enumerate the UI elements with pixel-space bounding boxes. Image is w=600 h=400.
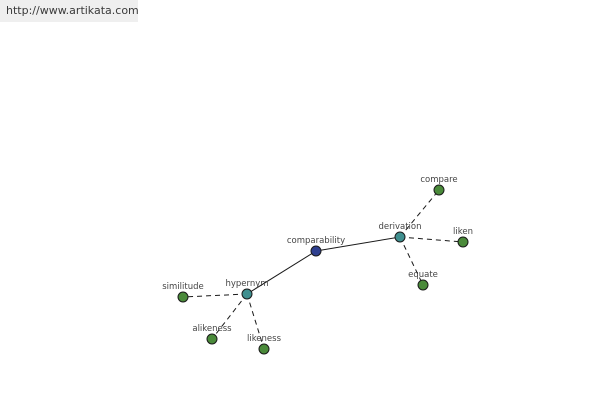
site-url[interactable]: http://www.artikata.com <box>0 0 139 22</box>
node-equate[interactable] <box>417 279 429 291</box>
edge-comparability-derivation <box>315 236 401 252</box>
graph-edges <box>182 189 464 350</box>
node-label-equate[interactable]: equate <box>408 270 438 280</box>
node-liken[interactable] <box>457 236 469 248</box>
node-derivation[interactable] <box>394 231 406 243</box>
node-likeness[interactable] <box>258 343 270 355</box>
graph-labels: comparability derivation hypernym compare li… <box>162 175 473 344</box>
node-label-alikeness[interactable]: alikeness <box>192 324 232 334</box>
graph-nodes <box>177 184 469 355</box>
node-label-liken[interactable]: liken <box>453 227 473 237</box>
edge-derivation-liken <box>399 236 464 243</box>
node-compare[interactable] <box>433 184 445 196</box>
node-label-compare[interactable]: compare <box>420 175 457 185</box>
node-comparability[interactable] <box>310 245 322 257</box>
edge-hypernym-likeness <box>246 293 265 350</box>
node-label-derivation[interactable]: derivation <box>378 222 421 232</box>
node-label-similitude[interactable]: similitude <box>162 282 204 292</box>
node-alikeness[interactable] <box>206 333 218 345</box>
node-label-likeness[interactable]: likeness <box>247 334 282 344</box>
node-hypernym[interactable] <box>241 288 253 300</box>
node-label-hypernym[interactable]: hypernym <box>225 279 268 289</box>
node-similitude[interactable] <box>177 291 189 303</box>
edge-hypernym-similitude <box>182 293 248 298</box>
edge-comparability-hypernym <box>246 250 317 295</box>
node-label-comparability[interactable]: comparability <box>287 236 345 246</box>
edge-hypernym-alikeness <box>211 293 248 340</box>
edge-derivation-compare <box>399 189 440 238</box>
